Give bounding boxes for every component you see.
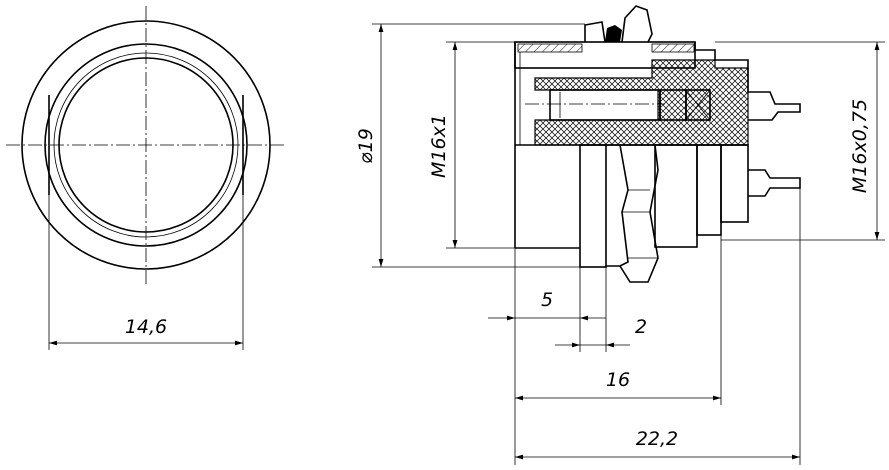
diameter-label: ⌀19 (355, 128, 377, 164)
threaded-sleeve (654, 144, 698, 248)
shell-hatch-top-right (651, 43, 695, 53)
wire-tail-bottom (748, 169, 801, 197)
seal-ring (605, 25, 622, 42)
contact-pin (549, 89, 661, 121)
width-dimension-label: 14,6 (125, 316, 167, 338)
latch-tab (621, 5, 653, 43)
rear-step-top (694, 42, 749, 92)
wire-tail-top (748, 91, 801, 121)
pin-collar (659, 89, 687, 121)
dim-22-label: 22,2 (636, 428, 678, 450)
rear-nut (696, 144, 722, 236)
insulator-section (534, 59, 749, 146)
dim-5-label: 5 (541, 289, 553, 311)
cap-wall (584, 21, 606, 43)
nut-left (606, 144, 629, 267)
washer (579, 144, 607, 268)
side-view: ⌀19 M16x1 M16x0,75 5 2 16 22,2 (355, 5, 885, 465)
crimp-sleeve-x (685, 89, 711, 121)
thread-right-label: M16x0,75 (849, 99, 871, 193)
thread-left-label: M16x1 (428, 114, 450, 178)
front-view: 14,6 (6, 6, 287, 350)
dim-16-label: 16 (606, 369, 630, 391)
dim-2-label: 2 (635, 316, 647, 338)
hex-nut (619, 144, 659, 283)
shell-hatch-top (517, 43, 583, 53)
rear-insulator (720, 144, 749, 223)
